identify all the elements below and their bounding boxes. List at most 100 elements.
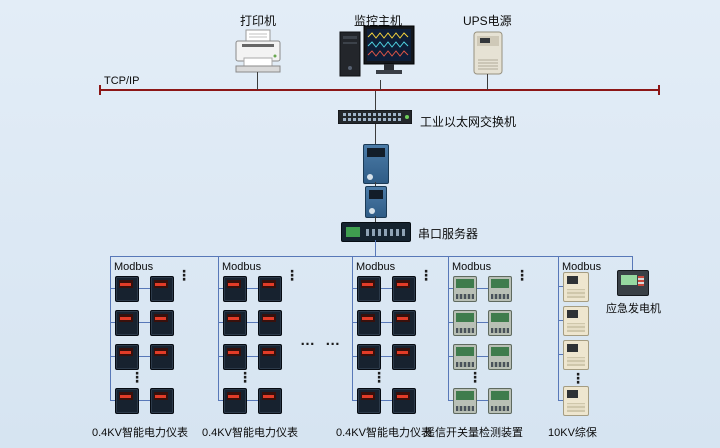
power-meter-icon [392, 310, 416, 336]
more-devices-ellipsis: ⋮ [571, 370, 585, 386]
meter-stub-line [110, 288, 172, 289]
meter-stub-line [218, 356, 280, 357]
printer-icon [232, 28, 284, 79]
more-columns-ellipsis: … … [300, 332, 344, 349]
meter-column-label: 0.4KV智能电力仪表 [336, 427, 432, 439]
meter-stub-line [448, 356, 510, 357]
power-meter-icon [115, 344, 139, 370]
power-meter-icon [357, 388, 381, 414]
meter-stub-line [110, 322, 172, 323]
switch-to-converter-line [375, 124, 376, 144]
power-meter-icon [357, 344, 381, 370]
protection-relay-icon [563, 272, 589, 302]
meter-stub-line [110, 400, 172, 401]
power-meter-icon [392, 344, 416, 370]
generator-controller-icon [617, 270, 649, 296]
power-meter-icon [357, 276, 381, 302]
power-meter-icon [150, 276, 174, 302]
meter-stub-line [352, 322, 414, 323]
ups-label: UPS电源 [463, 14, 512, 28]
serial-to-modbus-line [375, 240, 376, 256]
more-devices-ellipsis: ⋮ [238, 369, 252, 385]
generator-label: 应急发电机 [606, 303, 661, 315]
more-devices-ellipsis: ⋮ [419, 267, 433, 283]
io-module-icon [488, 388, 512, 414]
more-devices-ellipsis: ⋮ [130, 369, 144, 385]
printer-drop-line [257, 72, 258, 90]
io-module-icon [453, 388, 477, 414]
monitor-drop-line [380, 80, 381, 90]
power-meter-icon [115, 276, 139, 302]
power-meter-icon [150, 310, 174, 336]
converter-to-serial-line [375, 216, 376, 222]
modbus-column-line [448, 256, 449, 400]
backbone-to-switch-line [375, 91, 376, 110]
power-meter-icon [392, 276, 416, 302]
meter-stub-line [218, 322, 280, 323]
tcpip-bus-endcap-right [658, 85, 660, 95]
protection-relay-icon [563, 386, 589, 416]
relay-column-label: 10KV综保 [548, 427, 597, 439]
meter-stub-line [352, 288, 414, 289]
meter-column-label: 0.4KV智能电力仪表 [202, 427, 298, 439]
power-meter-icon [150, 388, 174, 414]
modbus-bus-line [110, 256, 633, 257]
meter-column-label: 0.4KV智能电力仪表 [92, 427, 188, 439]
meter-stub-line [352, 400, 414, 401]
power-meter-icon [223, 388, 247, 414]
power-meter-icon [258, 276, 282, 302]
power-meter-icon [115, 388, 139, 414]
monitor-host-icon [338, 24, 416, 87]
ethernet-switch-label: 工业以太网交换机 [420, 115, 517, 129]
ups-icon [468, 30, 508, 81]
io-module-icon [453, 310, 477, 336]
media-converter-icon [365, 186, 387, 218]
power-meter-icon [258, 344, 282, 370]
io-column-label: 遥信开关量检测装置 [424, 427, 523, 439]
power-meter-icon [223, 310, 247, 336]
modbus-label: Modbus [114, 261, 154, 273]
meter-stub-line [110, 356, 172, 357]
meter-stub-line [448, 288, 510, 289]
modbus-column-line [558, 256, 559, 400]
more-devices-ellipsis: ⋮ [285, 267, 299, 283]
serial-server-icon [341, 222, 411, 242]
printer-label: 打印机 [240, 14, 277, 28]
protection-relay-icon [563, 306, 589, 336]
power-meter-icon [150, 344, 174, 370]
power-meter-icon [357, 310, 381, 336]
modbus-column-line [218, 256, 219, 400]
power-meter-icon [392, 388, 416, 414]
tcpip-bus-line [100, 89, 660, 91]
modbus-column-line [110, 256, 111, 400]
meter-stub-line [218, 288, 280, 289]
meter-stub-line [448, 400, 510, 401]
io-module-icon [488, 310, 512, 336]
modbus-label: Modbus [452, 261, 492, 273]
more-devices-ellipsis: ⋮ [515, 267, 529, 283]
power-meter-icon [223, 276, 247, 302]
meter-stub-line [218, 400, 280, 401]
meter-stub-line [352, 356, 414, 357]
ethernet-switch-icon [337, 109, 413, 129]
protection-relay-icon [563, 340, 589, 370]
din-switch-icon [363, 144, 389, 184]
io-module-icon [488, 276, 512, 302]
more-devices-ellipsis: ⋮ [177, 267, 191, 283]
tcpip-label: TCP/IP [104, 75, 140, 87]
io-module-icon [453, 344, 477, 370]
serial-server-label: 串口服务器 [418, 227, 479, 241]
monitor-label: 监控主机 [354, 14, 403, 28]
power-meter-icon [258, 310, 282, 336]
more-devices-ellipsis: ⋮ [468, 369, 482, 385]
tcpip-bus-endcap-left [99, 85, 101, 95]
modbus-label: Modbus [222, 261, 262, 273]
ups-drop-line [487, 74, 488, 90]
converter-link-line [375, 182, 376, 186]
meter-stub-line [448, 322, 510, 323]
io-module-icon [488, 344, 512, 370]
power-meter-icon [223, 344, 247, 370]
more-devices-ellipsis: ⋮ [372, 369, 386, 385]
power-meter-icon [258, 388, 282, 414]
